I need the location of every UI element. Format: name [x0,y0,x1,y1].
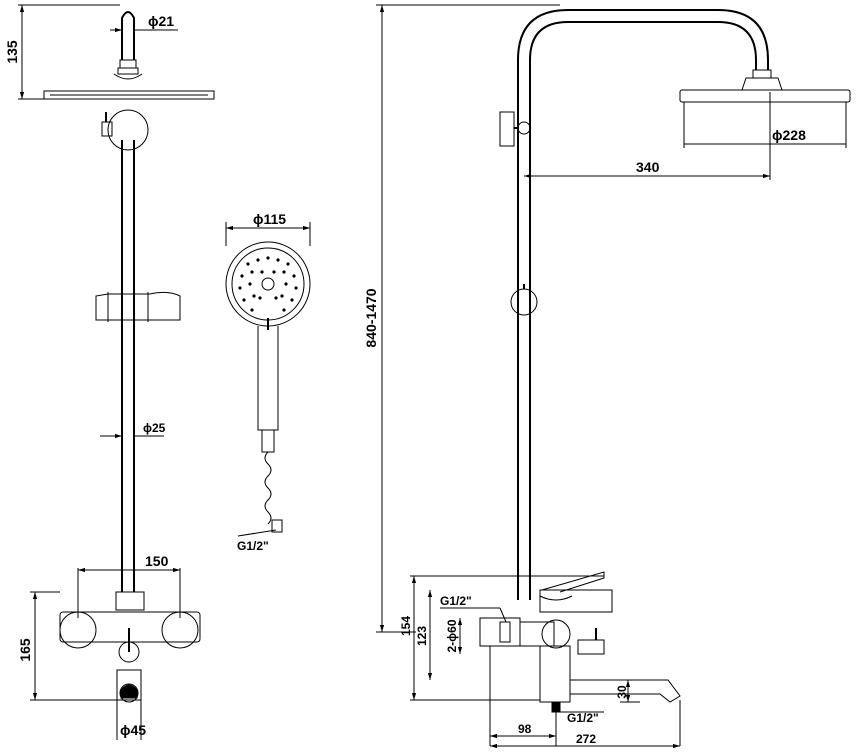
right-handle[interactable] [161,611,199,649]
hand-shower-view: ϕ115 G1/2" [225,211,311,553]
mixer-cartridge-cap [539,595,573,601]
head-height-label: 135 [4,40,20,64]
connector-nut-2 [117,67,139,75]
mixer-width-label: 150 [145,553,169,569]
wall-inlet-nut [499,621,511,643]
handle-connector [261,429,275,453]
outlet-thread-label: G1/2" [440,594,472,608]
shower-arm-outer [517,9,769,600]
shower-arm-inner [529,21,757,600]
side-slide-holder [510,288,538,316]
mixer-body-side [519,621,555,647]
rain-head-side [679,89,851,103]
side-diverter-body [517,121,531,135]
front-view: 135 ϕ21 ϕ25 150 [4,4,215,740]
head-connector [121,11,135,60]
mixer-top-block [115,591,145,611]
side-mixer-height-label: 154 [399,616,413,636]
rain-head-plate [43,90,215,100]
arm-length-label: 340 [636,159,660,175]
hose-nut [271,519,283,533]
diverter-body [107,109,149,151]
connector-dia-label: ϕ21 [148,13,174,29]
total-height-label: 840-1470 [363,288,379,347]
bath-spout [569,679,681,703]
head-swivel [741,77,783,91]
pipe-dia-label: ϕ25 [143,421,166,435]
hand-shower-handle[interactable] [257,326,279,431]
diverter-pull[interactable] [577,639,605,655]
wall-offset-label: 98 [518,722,532,736]
diverter-knob [101,121,113,137]
inlet-spec-label: 2-ϕ60 [445,619,459,652]
slide-holder [95,291,181,321]
side-view: 840-1470 ϕ228 340 [363,4,851,749]
connector-nut [119,59,137,69]
spout-outlet [116,669,142,701]
mixer-lower-body [539,645,571,703]
hand-shower-center [261,277,275,291]
outlet-dia-label: ϕ45 [120,722,146,738]
rain-head-dia-label: ϕ228 [772,127,806,143]
spout-height-label: 30 [615,685,629,699]
mixer-cartridge [539,589,613,613]
left-handle[interactable] [59,611,97,649]
hand-shower-head [225,241,311,327]
mixer-valve [541,619,571,649]
side-mixer-depth-label: 123 [415,626,429,646]
spray-nozzles [238,256,298,312]
thread-leader-top-tip [499,607,507,623]
mixer-height-label: 165 [17,638,33,662]
bottom-thread-label: G1/2" [567,711,599,725]
aerator-mesh [120,684,138,699]
hand-shower-dia-label: ϕ115 [253,211,286,227]
shower-hose [264,451,272,525]
hose-thread-leader [237,529,277,537]
mixer-lever[interactable] [541,571,605,593]
side-diverter-knob[interactable] [499,111,515,147]
outlet-aerator [119,683,139,703]
head-dome [113,73,143,80]
arm-nut [752,69,772,79]
hose-thread-label: G1/2" [237,539,269,553]
spout-length-label: 272 [576,732,596,746]
